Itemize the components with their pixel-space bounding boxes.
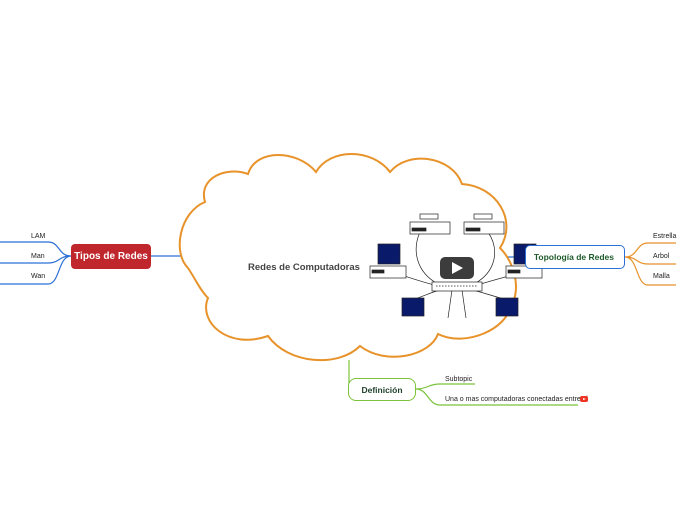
definicion-node[interactable]: Definición: [348, 378, 416, 401]
tipos-de-redes-label: Tipos de Redes: [74, 251, 148, 262]
tipos-de-redes-node[interactable]: Tipos de Redes: [71, 244, 151, 269]
leaf-man[interactable]: Man: [31, 253, 45, 260]
definicion-label: Definición: [361, 384, 403, 395]
connector-lines: [0, 241, 676, 406]
leaf-subtopic[interactable]: Subtopic: [445, 376, 473, 383]
leaf-wan[interactable]: Wan: [31, 273, 46, 280]
video-link-icon[interactable]: [580, 396, 588, 402]
network-illustration: [369, 213, 543, 319]
central-topic-title[interactable]: Redes de Computadoras: [248, 262, 360, 273]
tipos-leaf-lines: [0, 241, 72, 285]
leaf-definicion-text[interactable]: Una o mas computadoras conectadas entre …: [445, 396, 588, 403]
leaf-estrella[interactable]: Estrella: [653, 233, 677, 240]
topologia-de-redes-node[interactable]: Topología de Redes: [525, 245, 625, 269]
play-icon[interactable]: [440, 257, 474, 279]
leaf-malla[interactable]: Malla: [653, 273, 670, 280]
leaf-arbol[interactable]: Arbol: [653, 253, 670, 260]
leaf-lam[interactable]: LAM: [31, 233, 46, 240]
topologia-leaf-lines: [624, 242, 676, 286]
definicion-leaf-lines: [415, 383, 578, 406]
topologia-de-redes-label: Topología de Redes: [533, 252, 614, 262]
